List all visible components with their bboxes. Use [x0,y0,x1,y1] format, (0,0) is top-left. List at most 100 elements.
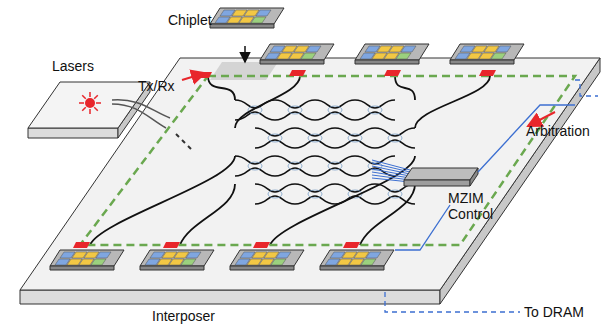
chiplet-tile [401,46,416,52]
txrx-pad [343,242,360,248]
mzi-coupler [328,162,342,170]
txrx-pad [289,70,306,76]
waveguide [270,156,415,245]
dram-wire [385,292,520,312]
waveguide [295,128,335,136]
chiplet-edge [230,266,294,270]
laser-ray [89,109,91,114]
waveguide [360,184,415,245]
laser-ray [79,102,84,104]
txrx-pad [73,242,90,248]
mzi-coupler [268,190,282,198]
chiplet-substrate [210,8,284,24]
label: Arbitration [526,123,590,139]
mzi-coupler [288,106,302,114]
chiplet-tile [96,252,111,258]
waveguide [315,156,355,164]
laser-ray [96,102,101,104]
waveguide [315,100,355,108]
placement-arrow [244,46,246,62]
mzi-coupler [248,106,262,114]
chiplet-tile [366,252,381,258]
mzi-coupler [328,106,342,114]
waveguide [355,100,395,108]
waveguide [375,140,415,148]
chiplet-substrate [230,250,304,266]
waveguide [275,168,315,176]
chiplet-edge [260,60,324,64]
mzi-coupler [248,162,262,170]
chiplet-tile [361,259,376,265]
waveguide [90,156,235,245]
laser-ray [82,107,86,111]
mzim-control-top [404,168,478,180]
control-wire [395,205,450,250]
chiplet-tile [276,252,291,258]
txrx-pad [384,70,401,76]
label: Lasers [52,58,94,74]
txrx-pad [195,72,212,78]
arbitration-bus [80,76,575,245]
dram-wire [575,80,598,96]
waveguide [415,76,490,128]
waveguide [275,156,315,164]
chiplet-tile [491,53,506,59]
waveguide [255,128,295,136]
mzi-coupler [288,162,302,170]
mzi-coupler [308,134,322,142]
waveguide [255,184,295,192]
chiplet-slot [210,62,278,80]
waveguide [295,196,335,204]
chiplet-edge [210,24,274,28]
laser-front [28,128,118,138]
waveguide [275,100,315,108]
mzi-coupler [308,190,322,198]
mzi-coupler [388,134,402,142]
chiplet-substrate [260,44,334,60]
waveguide [315,112,355,120]
label: MZIM Control [448,190,504,222]
chiplet-edge [355,60,419,64]
mzim-control-side [470,168,478,186]
chiplet-tile [271,259,286,265]
waveguide [375,128,415,136]
mzi-mesh [90,76,490,245]
chiplet-substrate [50,250,124,266]
mzi-coupler [388,190,402,198]
waveguide [335,140,375,148]
waveguide [235,156,275,164]
chiplet-tile [301,53,316,59]
laser-symbol [79,92,101,114]
waveguide [395,76,415,100]
chiplet-tile [181,259,196,265]
mzi-coupler [368,106,382,114]
txrx-pad [479,70,496,76]
waveguide [235,76,300,128]
waveguide [208,76,235,100]
waveguide [295,140,335,148]
chiplet-tile [186,252,201,258]
chiplet-substrate [320,250,394,266]
waveguide [235,112,275,120]
fiber [112,100,170,118]
waveguide [235,168,275,176]
chiplet-tile [256,10,271,16]
chiplet-edge [320,266,384,270]
waveguide [255,196,295,204]
laser-ray [94,95,98,99]
laser-ray [94,107,98,111]
chiplet-edge [450,60,514,64]
waveguide [355,112,395,120]
chiplet-tile [251,17,266,23]
chiplet-substrate [140,250,214,266]
txrx-pad [253,242,270,248]
label: To DRAM [524,304,584,320]
waveguide [335,128,375,136]
waveguide [355,156,395,164]
chiplet-edge [50,266,114,270]
control-line [372,160,410,170]
interposer-front [20,290,440,304]
laser-ray [89,92,91,97]
